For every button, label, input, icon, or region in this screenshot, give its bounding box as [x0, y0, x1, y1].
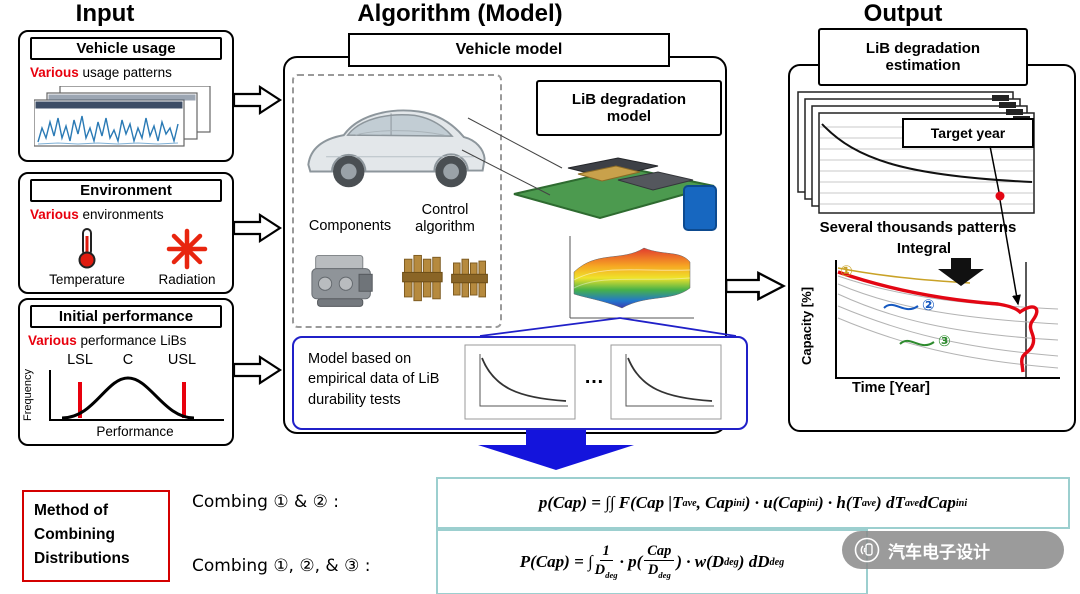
watermark-logo-icon [854, 537, 880, 563]
output-header: Output [863, 0, 943, 27]
target-year-box: Target year [902, 118, 1034, 148]
output-title-text: LiB degradation estimation [865, 40, 981, 74]
curve-marker-3: ③ [938, 332, 951, 350]
flow-arrow-icon [726, 270, 786, 302]
method-text: Method of Combining Distributions [34, 502, 130, 568]
car-image [307, 109, 486, 188]
temperature-label: Temperature [49, 272, 125, 287]
watermark-text: 汽车电子设计 [888, 542, 990, 562]
capacity-chart [835, 260, 1060, 379]
curve-marker-1: ① [840, 262, 853, 280]
various-perf: Various [28, 333, 77, 348]
initial-performance-title: Initial performance [30, 305, 222, 328]
surface-plot-image [569, 236, 694, 319]
c-label: C [122, 352, 134, 368]
radiation-icon [166, 228, 208, 270]
capacity-axis-label: Capacity [%] [799, 286, 814, 365]
initial-performance-box: Initial performance Various performance … [18, 298, 234, 446]
pattern-charts-stack [797, 91, 1035, 214]
radiation-label: Radiation [158, 272, 216, 287]
integral-label: Integral [896, 240, 952, 257]
control-modules-image [402, 254, 488, 302]
various-env: Various [30, 207, 79, 222]
components-label: Components [308, 218, 392, 234]
combine123-label: Combing ①, ②, & ③ : [192, 556, 371, 576]
flow-arrow-icon [234, 212, 282, 244]
vehicle-usage-box: Vehicle usage Various usage patterns [18, 30, 234, 162]
battery-pack-image [513, 157, 717, 231]
vehicle-model-title: Vehicle model [348, 33, 670, 67]
various-usage: Various [30, 65, 79, 80]
ellipsis: … [584, 366, 604, 388]
vehicle-usage-desc: Various usage patterns [30, 65, 172, 80]
environment-title: Environment [30, 179, 222, 202]
method-box: Method of Combining Distributions [22, 490, 170, 582]
distribution-chart [49, 370, 224, 421]
lib-degradation-model-title: LiB degradation model [536, 80, 722, 136]
empirical-model-box: Model based on empirical data of LiB dur… [292, 336, 748, 430]
durability-test-chart [464, 344, 576, 420]
integral-down-arrow-icon [938, 258, 984, 286]
lib-degradation-model-text: LiB degradation model [571, 91, 687, 125]
frequency-axis-label: Frequency [22, 369, 34, 421]
combine12-label: Combing ① & ② : [192, 492, 339, 512]
empirical-model-text: Model based on empirical data of LiB dur… [308, 351, 440, 408]
flow-arrow-icon [234, 354, 282, 386]
algorithm-header: Algorithm (Model) [357, 0, 563, 27]
watermark-badge: 汽车电子设计 [842, 531, 1064, 569]
thermometer-icon [78, 228, 96, 269]
perf-rest: performance LiBs [76, 333, 187, 348]
control-algorithm-label: Control algorithm [415, 202, 475, 236]
usage-patterns-icon [34, 86, 211, 147]
input-header: Input [75, 0, 135, 27]
usage-rest: usage patterns [78, 65, 172, 80]
time-axis-label: Time [Year] [852, 380, 930, 396]
vehicle-usage-title: Vehicle usage [30, 37, 222, 60]
vehicle-components-group [292, 74, 502, 328]
durability-test-chart [610, 344, 722, 420]
engine-image [311, 254, 373, 307]
curve-marker-2: ② [922, 296, 935, 314]
flow-arrow-icon [234, 84, 282, 116]
environment-box: Environment Various environments Tempera… [18, 172, 234, 294]
output-title-box: LiB degradation estimation [818, 28, 1028, 86]
patterns-label: Several thousands patterns [819, 219, 1017, 236]
blue-down-arrow-icon [478, 430, 634, 470]
environment-desc: Various environments [30, 207, 164, 222]
usl-label: USL [167, 352, 197, 368]
lsl-label: LSL [67, 352, 93, 368]
performance-axis-label: Performance [96, 424, 174, 439]
env-rest: environments [78, 207, 164, 222]
initial-performance-desc: Various performance LiBs [28, 333, 186, 348]
